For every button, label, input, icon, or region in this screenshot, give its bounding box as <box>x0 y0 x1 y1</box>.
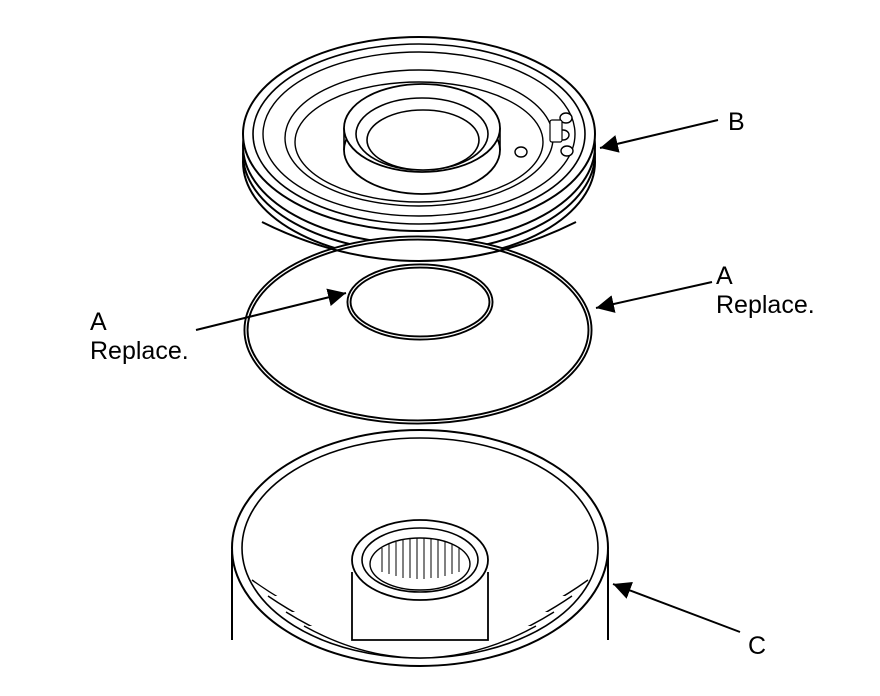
leader-line-a-right <box>595 281 713 313</box>
callout-a-left-note: Replace. <box>90 337 189 365</box>
part-a-inner-o-ring <box>346 263 494 341</box>
part-b-piston <box>242 36 596 261</box>
leader-line-c <box>612 581 741 633</box>
leader-line-a-left <box>195 288 347 331</box>
part-c-clutch-drum <box>231 429 609 667</box>
part-b-lower-edge <box>261 221 577 262</box>
callout-b: B <box>728 108 745 136</box>
callout-c: C <box>748 632 767 660</box>
callout-a-right-letter: A <box>716 262 733 290</box>
callout-a-left-letter: A <box>90 308 107 336</box>
leader-line-b <box>599 119 719 153</box>
callout-a-right-note: Replace. <box>716 291 815 319</box>
